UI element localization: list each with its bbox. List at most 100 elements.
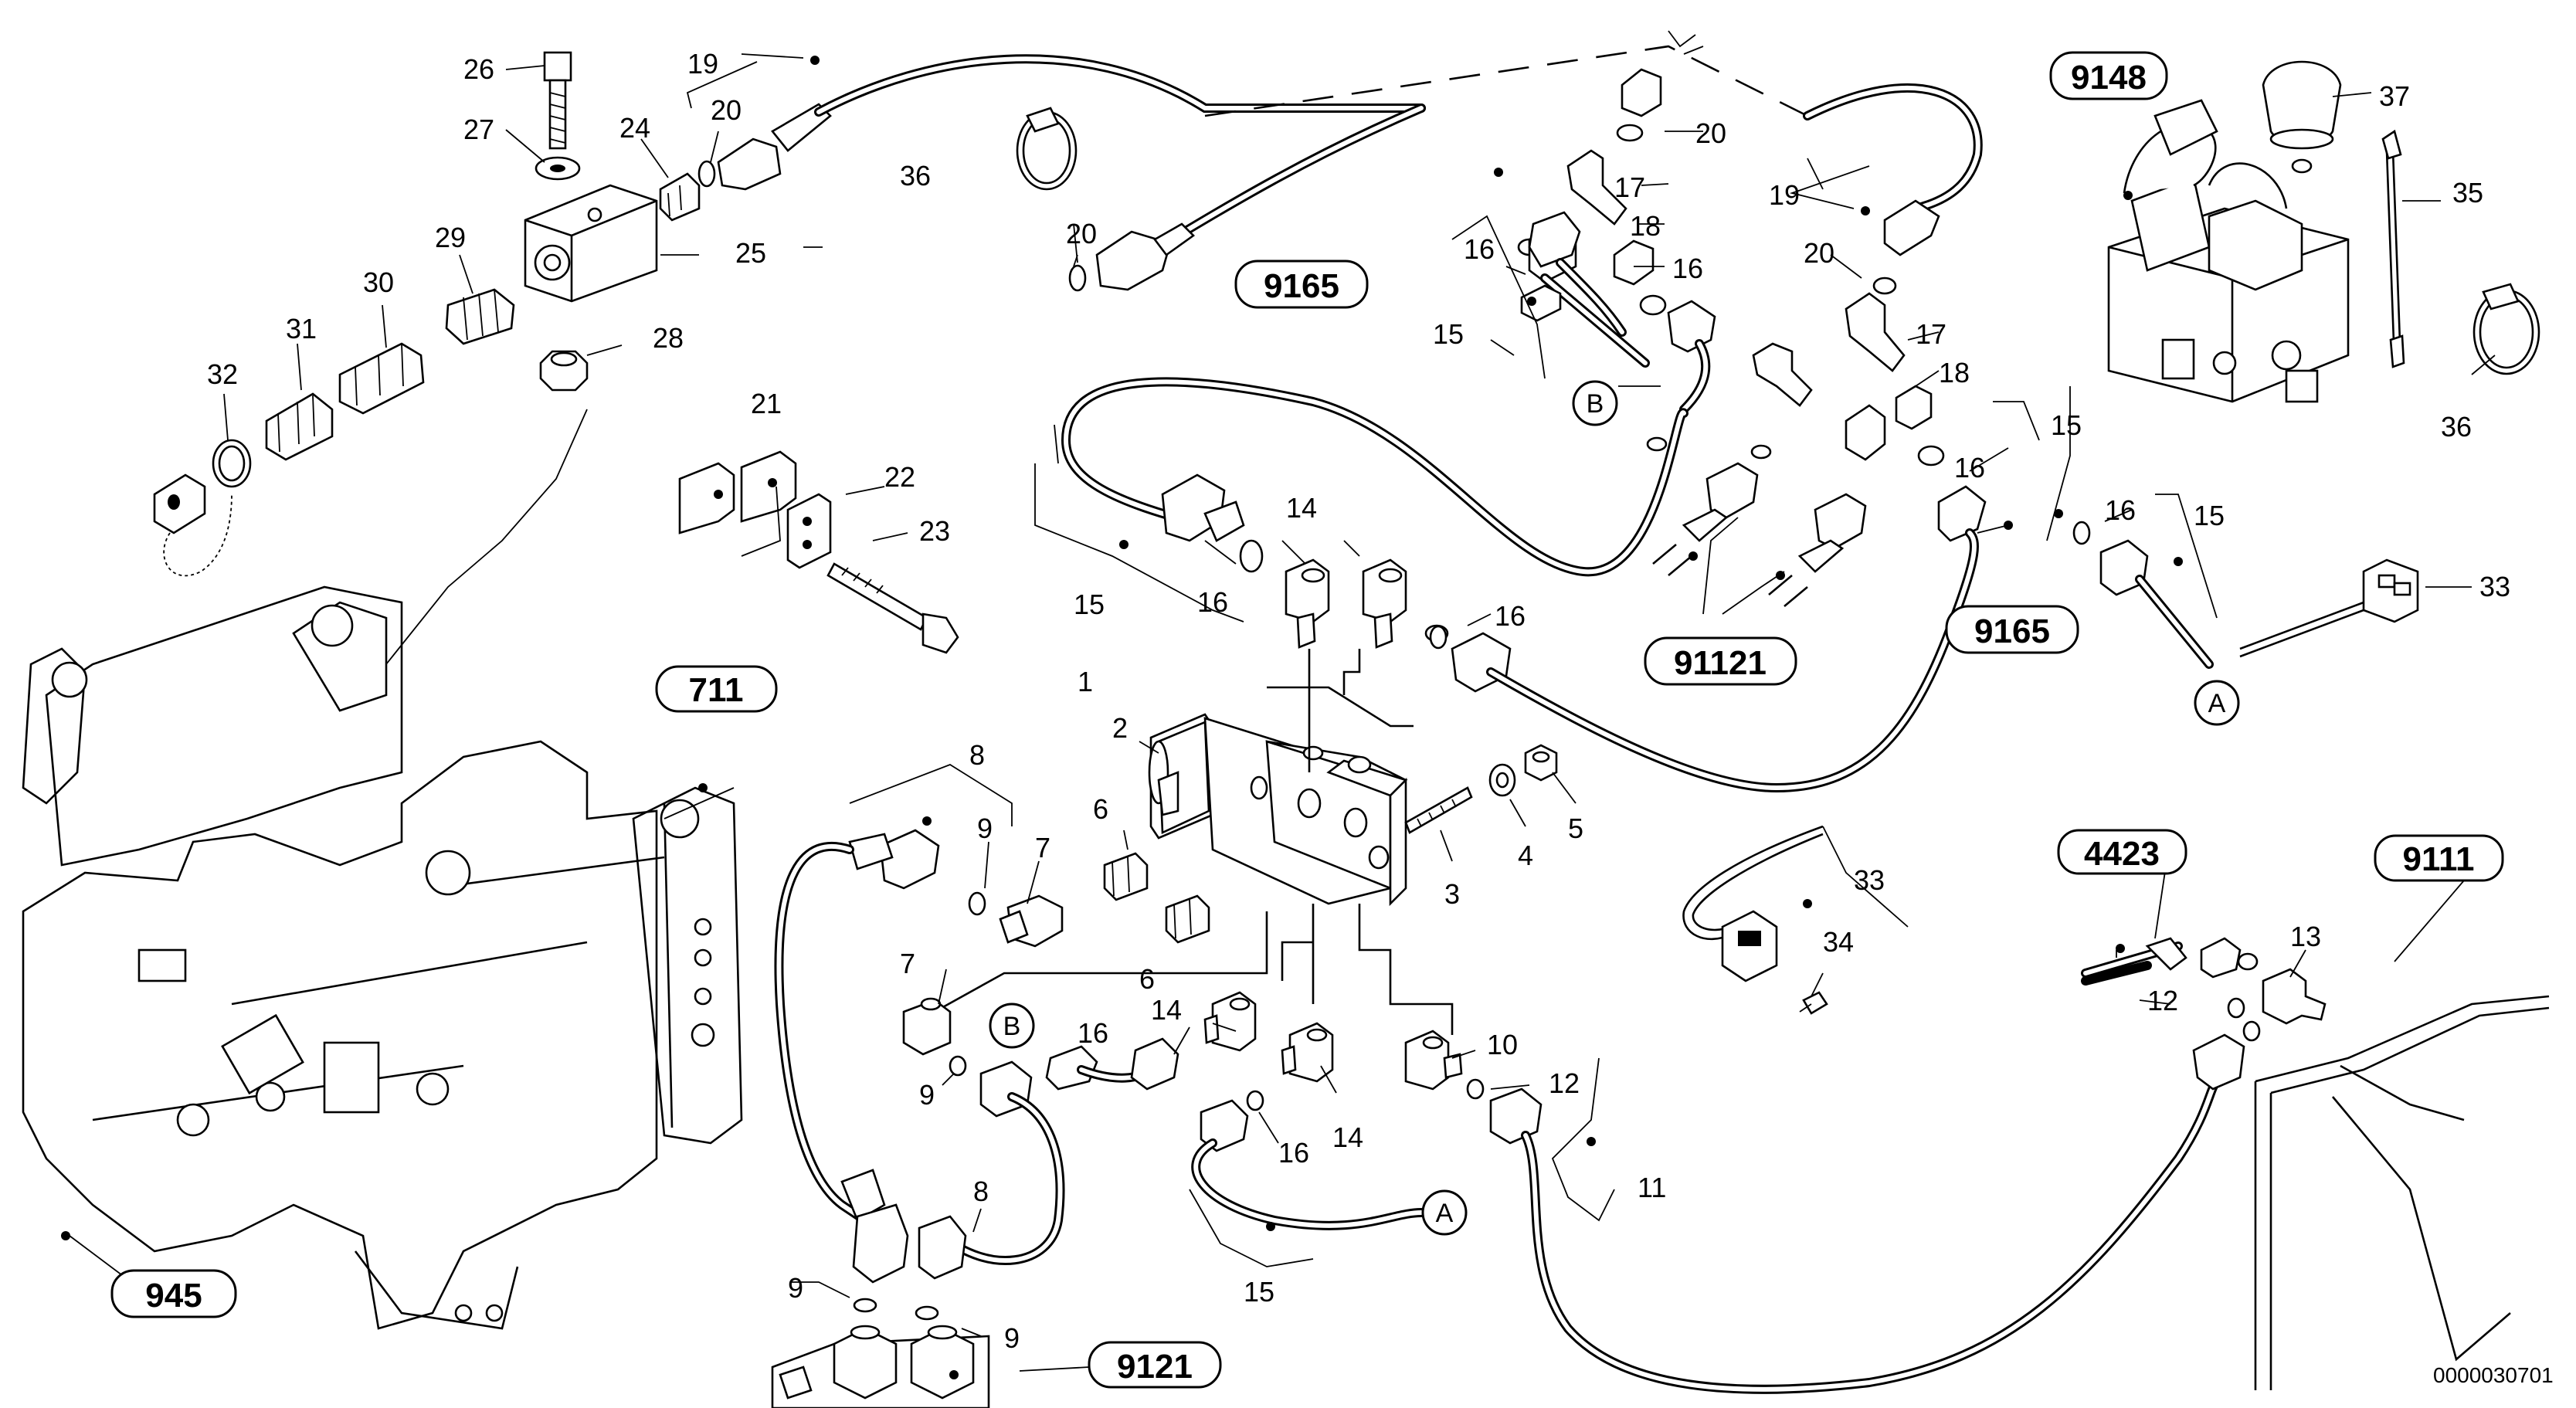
- marker-b-top: B: [1572, 380, 1618, 426]
- hose-11: [1489, 1033, 2245, 1394]
- label-12a: 12: [1549, 1067, 1580, 1099]
- label-22: 22: [884, 461, 915, 493]
- loader-frame: [22, 585, 743, 1330]
- svg-text:9165: 9165: [1264, 267, 1339, 305]
- label-2: 2: [1112, 712, 1128, 744]
- label-27: 27: [463, 114, 494, 145]
- bolt-23: [826, 562, 959, 654]
- label-16h: 16: [1278, 1137, 1309, 1169]
- label-19a: 19: [687, 48, 718, 80]
- bolt-26: [543, 51, 572, 150]
- ref-box-91121: 91121: [1644, 636, 1797, 686]
- knob-37: [2262, 60, 2342, 174]
- hose-8-left: [774, 829, 940, 1284]
- hose-8-right: [918, 1060, 1065, 1280]
- label-16d: 16: [1954, 452, 1985, 483]
- ref-box-9148: 9148: [2049, 51, 2168, 100]
- coupling-30: [338, 342, 425, 415]
- label-31: 31: [286, 313, 317, 344]
- tank-9111: [2254, 995, 2550, 1390]
- ref-box-9121: 9121: [1088, 1341, 1222, 1389]
- loose-fittings-91121: [1652, 342, 1886, 607]
- hose-15-right-a: [2072, 521, 2214, 669]
- plate-22: [786, 493, 832, 569]
- svg-text:B: B: [1003, 1012, 1021, 1041]
- hose-clamp-36-upper: [1016, 107, 1078, 191]
- washer-27: [535, 156, 581, 181]
- svg-text:A: A: [1436, 1199, 1454, 1228]
- nut-28: [539, 350, 589, 392]
- manifold-block-25: [524, 184, 658, 303]
- label-11: 11: [1638, 1172, 1666, 1203]
- label-9c: 9: [788, 1272, 803, 1304]
- label-23: 23: [919, 515, 950, 547]
- svg-text:91121: 91121: [1674, 644, 1767, 682]
- ref-box-9111: 9111: [2374, 834, 2504, 882]
- label-4: 4: [1518, 840, 1533, 871]
- leader-1: [1267, 686, 1414, 728]
- label-17b: 17: [1916, 318, 1946, 350]
- label-8a: 8: [969, 739, 985, 771]
- o-ring-32: [212, 439, 252, 488]
- leader-valve-ports: [934, 649, 1454, 1035]
- fittings-12-13: [2081, 937, 2327, 1042]
- ref-box-945: 945: [110, 1269, 237, 1318]
- label-20c: 20: [1695, 117, 1726, 149]
- coupling-31: [265, 392, 334, 461]
- leader-lines: [69, 53, 2496, 1372]
- label-16f: 16: [1495, 600, 1526, 632]
- hose-19-top: [717, 54, 1426, 292]
- label-18a: 18: [1630, 210, 1661, 242]
- label-37: 37: [2379, 80, 2410, 112]
- svg-text:9121: 9121: [1117, 1348, 1193, 1386]
- label-7a: 7: [1035, 832, 1050, 863]
- svg-text:A: A: [2208, 689, 2226, 718]
- marker-a-bottom: A: [1421, 1189, 1468, 1236]
- label-10: 10: [1487, 1029, 1518, 1060]
- document-number: 0000030701: [2433, 1363, 2554, 1387]
- washer-4: [1488, 763, 1516, 797]
- label-20b: 20: [1066, 218, 1097, 249]
- label-14c: 14: [1332, 1121, 1363, 1153]
- label-21: 21: [751, 388, 782, 419]
- elbow-fitting-14-c: [1203, 991, 1257, 1052]
- label-20d: 20: [1804, 237, 1834, 269]
- cable-35: [2381, 129, 2405, 368]
- label-33b: 33: [1854, 864, 1885, 896]
- svg-text:B: B: [1587, 389, 1604, 419]
- label-36b: 36: [2441, 411, 2472, 443]
- label-8b: 8: [973, 1176, 989, 1207]
- svg-text:9148: 9148: [2071, 59, 2147, 97]
- bullet-dots: [61, 56, 2183, 1379]
- o-ring-20a: [697, 160, 716, 188]
- label-6b: 6: [1139, 963, 1155, 995]
- svg-text:9111: 9111: [2402, 840, 2474, 878]
- label-36a: 36: [900, 160, 931, 192]
- o-ring-12-a: [1466, 1078, 1485, 1100]
- ref-box-4423: 4423: [2057, 829, 2187, 875]
- dust-cap-chain: [153, 473, 232, 577]
- hose-15-right: [1424, 528, 1979, 793]
- o-ring-16-b: [1246, 1090, 1264, 1111]
- label-16g: 16: [1078, 1017, 1108, 1049]
- marker-b-bottom: B: [989, 1003, 1035, 1049]
- label-14b: 14: [1151, 994, 1182, 1026]
- svg-text:4423: 4423: [2084, 835, 2160, 873]
- o-ring-16: [1429, 625, 1448, 650]
- label-16a: 16: [1197, 586, 1228, 618]
- label-3: 3: [1444, 878, 1460, 910]
- label-9d: 9: [1004, 1322, 1020, 1354]
- fitting-6-a: [1103, 852, 1149, 901]
- marker-a-right: A: [2194, 680, 2240, 726]
- hose-clamp-36-right: [2472, 283, 2540, 375]
- label-25: 25: [735, 237, 766, 269]
- label-26: 26: [463, 53, 494, 85]
- hose-b-upper: [1520, 211, 1716, 452]
- fitting-24: [659, 172, 701, 222]
- elbow-fitting-14-b: [1362, 558, 1407, 649]
- label-16b: 16: [1464, 233, 1495, 265]
- label-19b: 19: [1769, 179, 1800, 211]
- fitting-6-b: [1165, 894, 1210, 944]
- label-28: 28: [653, 322, 684, 354]
